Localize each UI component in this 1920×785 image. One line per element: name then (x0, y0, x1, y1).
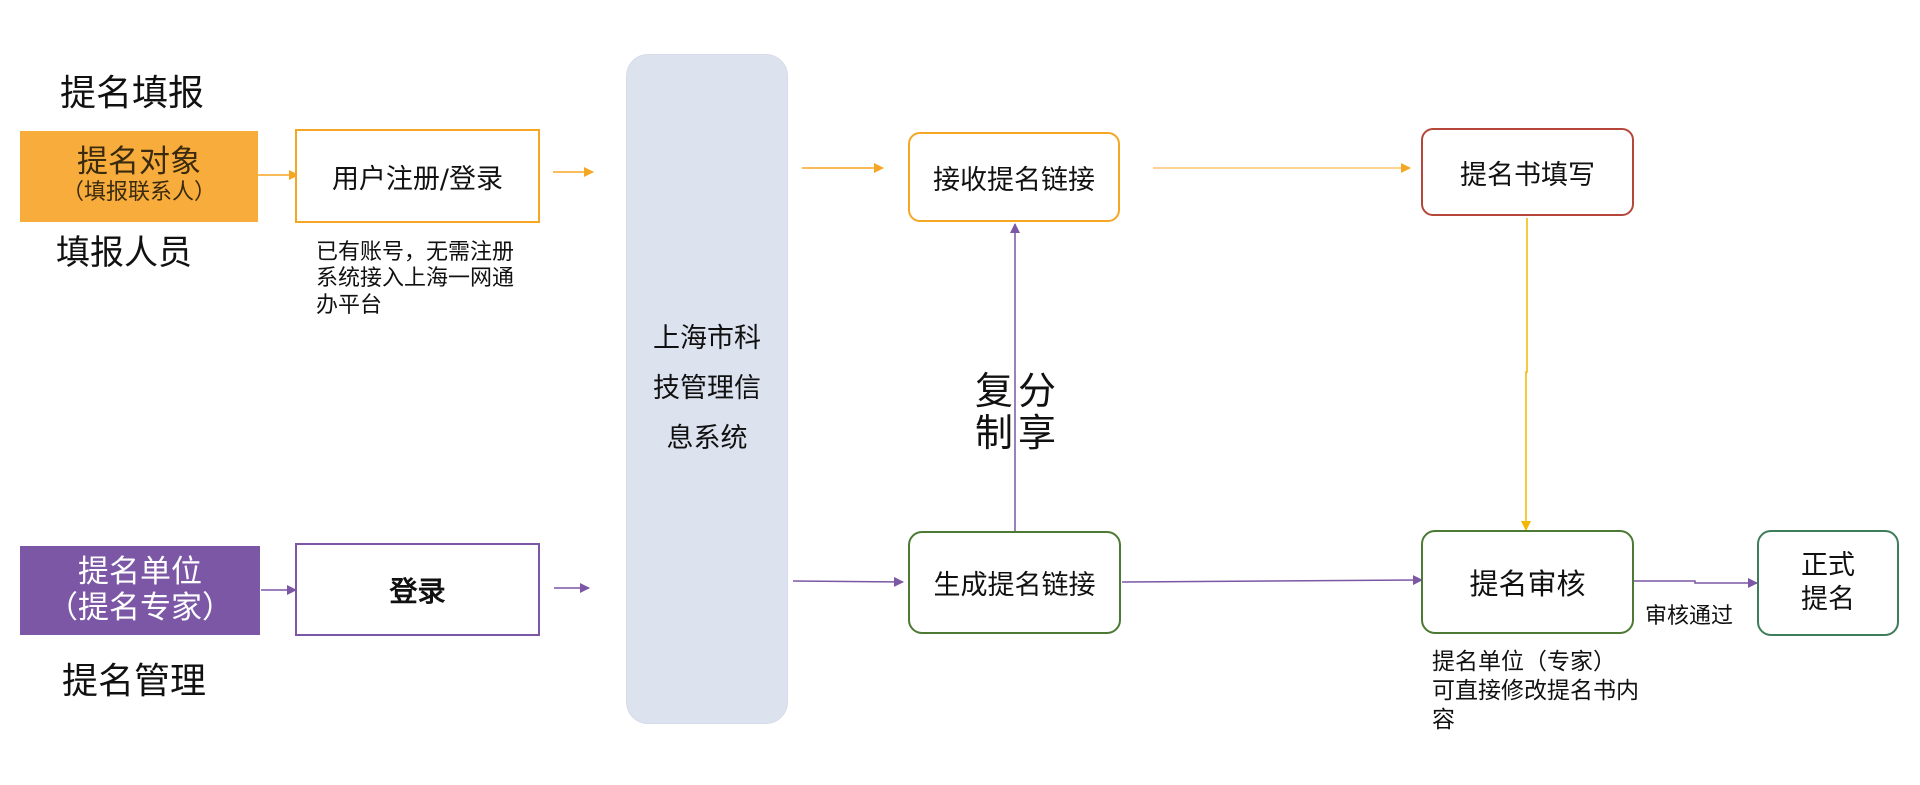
fill-form-label: 提名书填写 (1460, 159, 1595, 191)
nomination-object-box: 提名对象 （填报联系人） (20, 131, 258, 222)
review-note-line: 可直接修改提名书内 (1432, 677, 1639, 704)
nomination-unit-box: 提名单位 （提名专家） (20, 546, 260, 635)
system-label-line: 上海市科 (653, 323, 761, 354)
arrow-review-to-formal (1632, 578, 1758, 588)
arrow-fill-to-review (1521, 218, 1531, 531)
formal-label-line: 提名 (1801, 584, 1855, 615)
share-label: 分 享 (1018, 370, 1056, 454)
copy-char: 制 (975, 411, 1014, 455)
register-note-line: 系统接入上海一网通 (316, 266, 515, 292)
system-label-line: 技管理信 (653, 373, 761, 404)
fill-form-box: 提名书填写 (1421, 128, 1634, 216)
register-note: 已有账号，无需注册 系统接入上海一网通 办平台 (316, 240, 514, 319)
nomination-object-sublabel: （填报联系人） (61, 180, 216, 206)
login-label: 登录 (389, 574, 446, 608)
copy-char: 复 (975, 369, 1014, 413)
review-note: 提名单位（专家） 可直接修改提名书内 容 (1432, 648, 1639, 734)
system-panel: 上海市科 技管理信 息系统 (626, 54, 788, 724)
share-char: 享 (1018, 411, 1057, 455)
nomination-object-label: 提名对象 (77, 144, 201, 181)
fill-section-title: 提名填报 (60, 73, 205, 114)
filler-label: 填报人员 (56, 233, 192, 273)
receive-link-box: 接收提名链接 (908, 132, 1120, 222)
share-char: 分 (1018, 369, 1057, 413)
register-note-line: 办平台 (316, 292, 383, 318)
manage-section-title: 提名管理 (62, 661, 207, 702)
nomination-unit-label: 提名单位 (78, 553, 202, 590)
register-login-label: 用户注册/登录 (331, 163, 504, 195)
system-label-line: 息系统 (666, 423, 748, 454)
formal-nomination-box: 正式 提名 (1757, 530, 1899, 636)
copy-label: 复 制 (975, 370, 1013, 454)
review-note-line: 容 (1432, 706, 1455, 733)
receive-link-label: 接收提名链接 (933, 164, 1095, 196)
register-login-box[interactable]: 用户注册/登录 (295, 129, 540, 223)
register-note-line: 已有账号，无需注册 (316, 240, 515, 265)
formal-label-line: 正式 (1801, 550, 1855, 581)
review-box: 提名审核 (1421, 530, 1634, 634)
generate-link-label: 生成提名链接 (933, 570, 1096, 601)
review-note-line: 提名单位（专家） (1432, 649, 1616, 675)
login-box[interactable]: 登录 (295, 543, 540, 636)
review-label: 提名审核 (1469, 567, 1586, 601)
arrow-system-to-generate (792, 576, 904, 587)
generate-link-box: 生成提名链接 (908, 531, 1121, 634)
review-pass-label: 审核通过 (1645, 604, 1734, 629)
nomination-unit-sublabel: （提名专家） (47, 589, 233, 626)
arrow-generate-to-review (1121, 575, 1423, 586)
